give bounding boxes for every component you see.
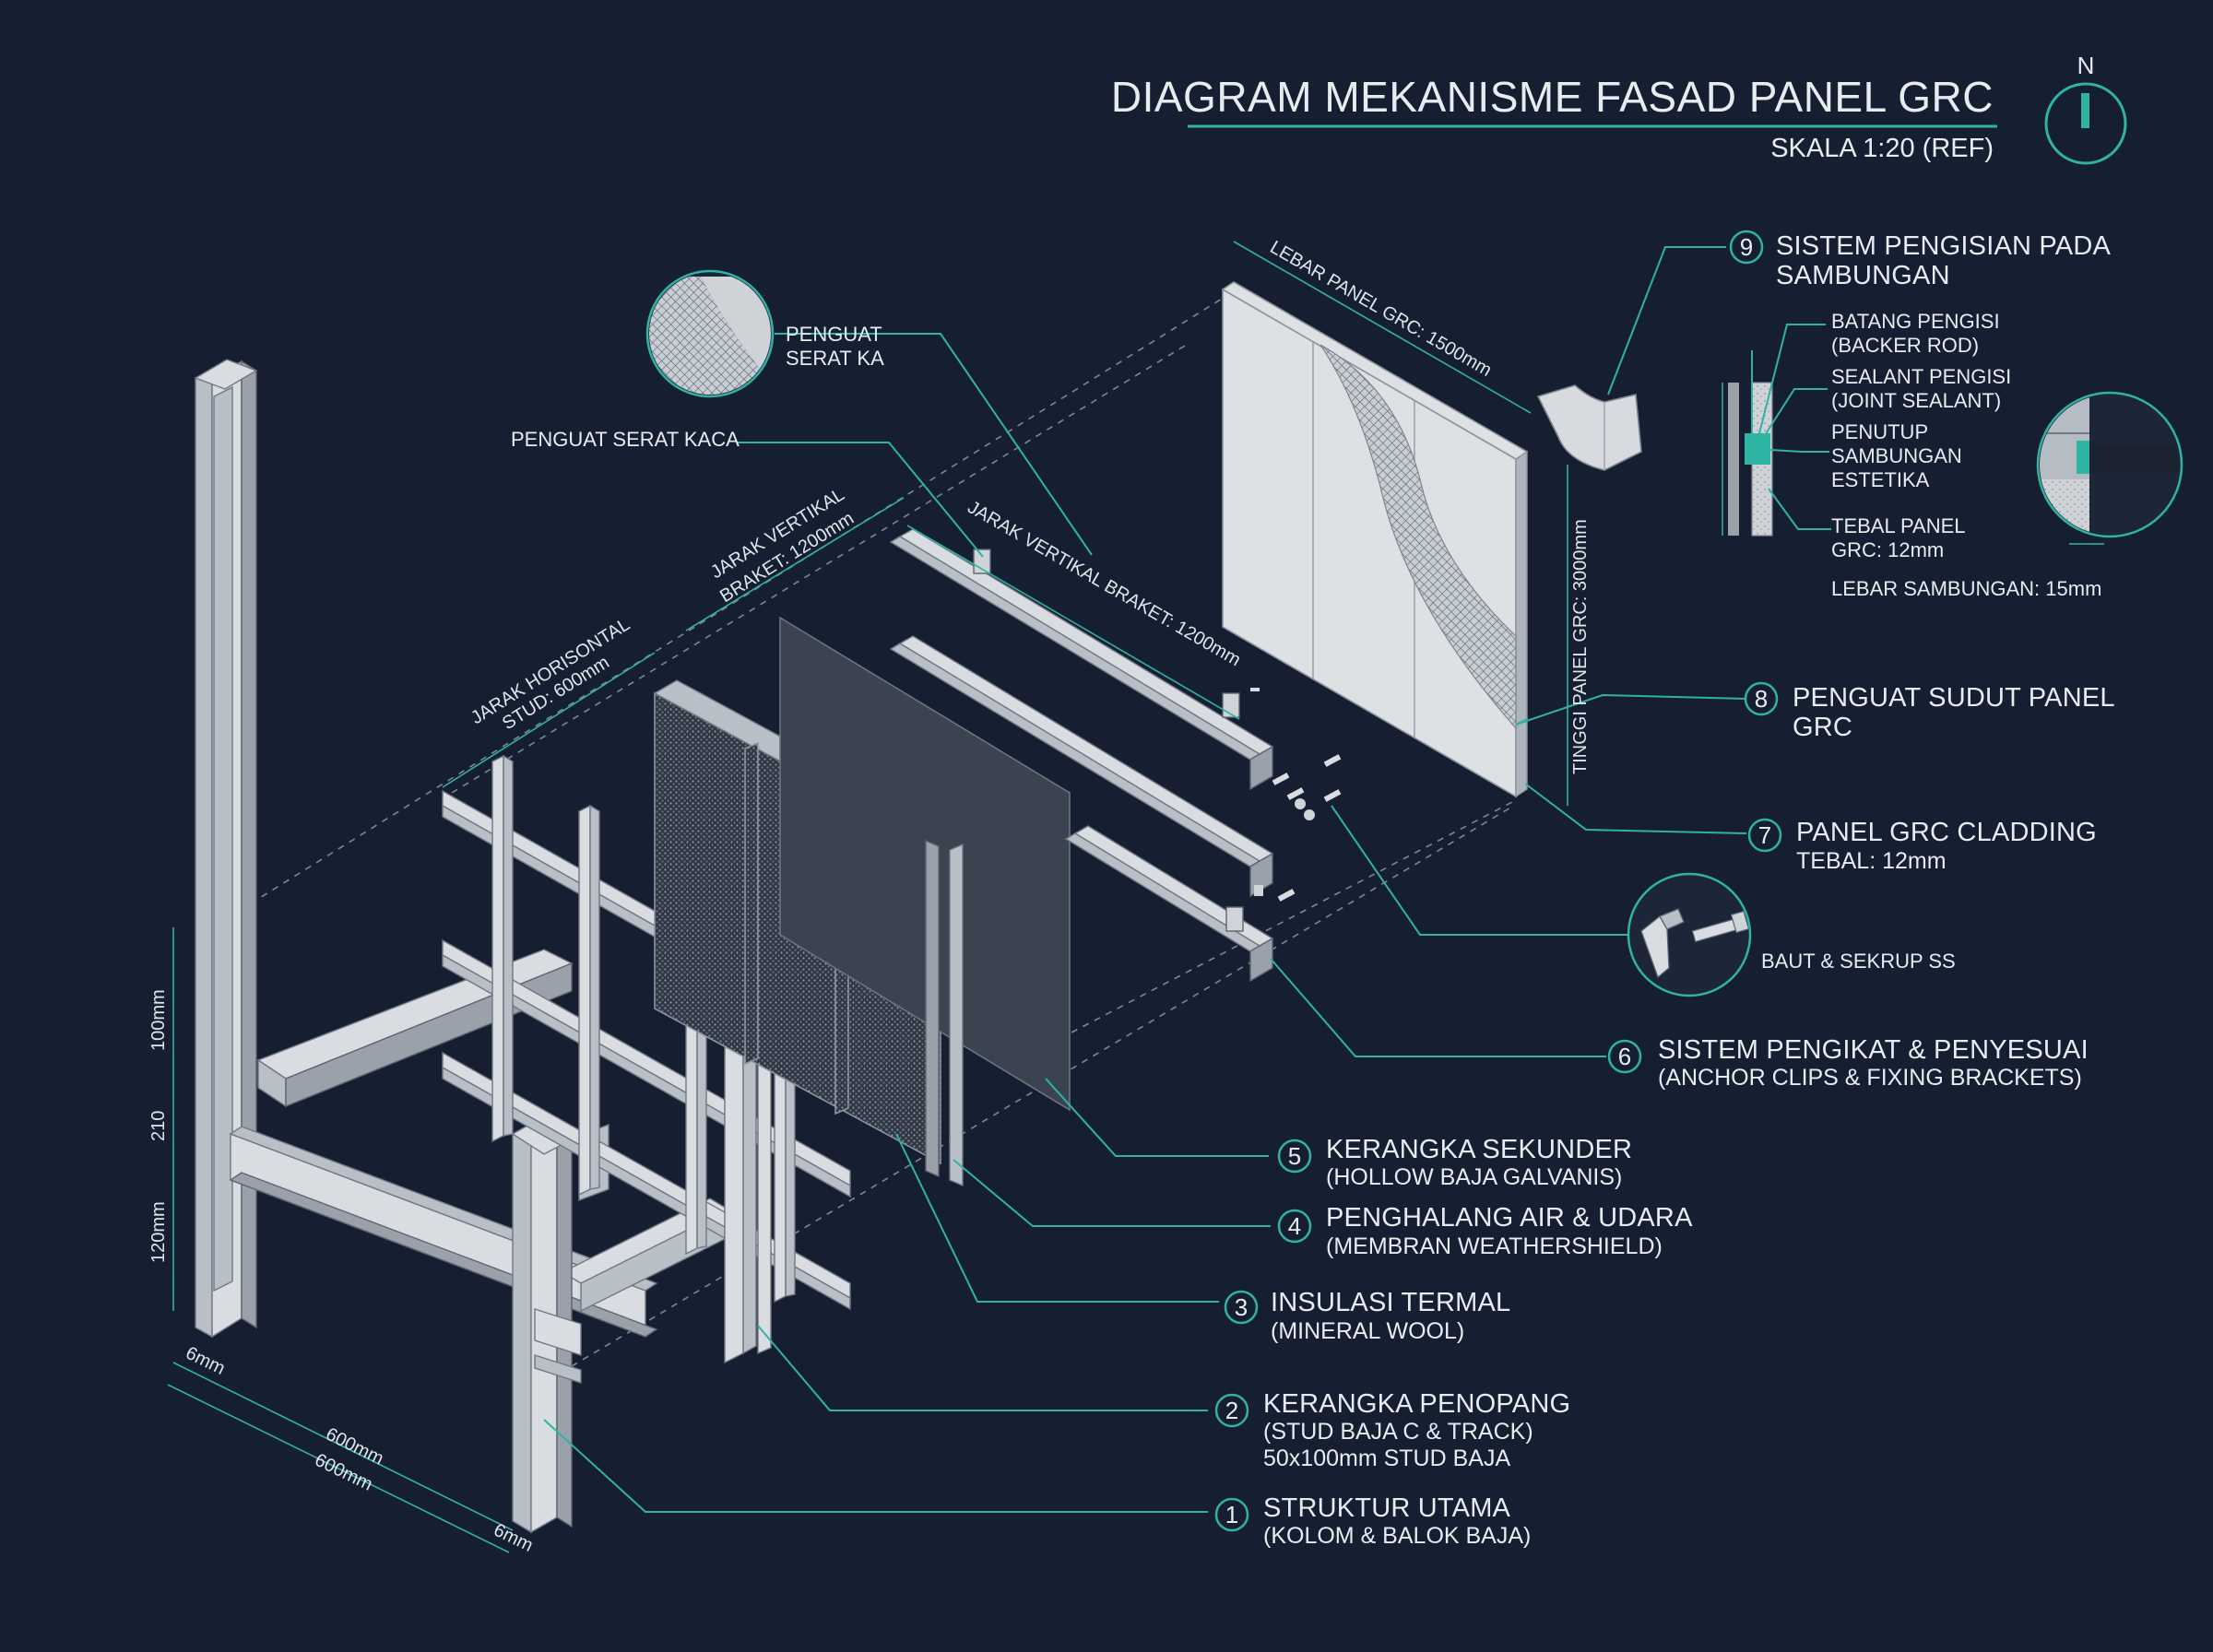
glass-fiber-label: PENGUAT SERAT KACA <box>511 428 740 451</box>
dim-120: 120mm <box>148 1201 169 1263</box>
callout-9-number: 9 <box>1740 233 1753 261</box>
callout-ring-8 <box>1744 681 1779 716</box>
title-block: DIAGRAM MEKANISME FASAD PANEL GRC SKALA … <box>1111 73 1997 163</box>
bolt-detail <box>1627 872 1752 997</box>
callout-8-title: PENGUAT SUDUT PANEL <box>1793 683 2115 713</box>
backer-rod-label: BATANG PENGISI <box>1831 310 2000 333</box>
north-arrow-icon <box>2044 82 2127 165</box>
dim-6-left: 6mm <box>183 1343 229 1379</box>
north-label: N <box>2077 52 2095 79</box>
callout-2-sub2: 50x100mm STUD BAJA <box>1263 1446 1510 1471</box>
callout-4-title: PENGHALANG AIR & UDARA <box>1326 1203 1693 1233</box>
joint-detail-leaders <box>1757 324 2104 545</box>
joint-detail-labels: BATANG PENGISI (BACKER ROD) SEALANT PENG… <box>1831 310 2101 600</box>
callout-3-number: 3 <box>1235 1293 1248 1321</box>
callout-ring-3 <box>1224 1290 1259 1325</box>
bolts-label: BAUT & SEKRUP SS <box>1761 950 1956 973</box>
callout-ring-5 <box>1277 1139 1312 1174</box>
mesh-label-2: SERAT KA <box>786 347 884 370</box>
callout-ring-9 <box>1729 230 1764 265</box>
callout-3-sub: (MINERAL WOOL) <box>1271 1318 1464 1344</box>
cover-label-1: PENUTUP <box>1831 420 1928 443</box>
dim-210: 210 <box>148 1111 169 1141</box>
callout-ring-7 <box>1747 818 1782 853</box>
callout-ring-4 <box>1277 1209 1312 1244</box>
misc-labels: PENGUAT SERAT KA PENGUAT SERAT KACA BAUT… <box>511 323 1956 973</box>
fixings-group <box>1250 688 1342 902</box>
cover-label-3: ESTETIKA <box>1831 468 1930 491</box>
callout-2-sub: (STUD BAJA C & TRACK) <box>1263 1419 1533 1445</box>
callout-5-sub: (HOLLOW BAJA GALVANIS) <box>1326 1164 1622 1190</box>
callout-5-title: KERANGKA SEKUNDER <box>1326 1135 1632 1164</box>
callout-5-number: 5 <box>1288 1142 1301 1170</box>
weathershield-membrane <box>779 616 1071 1187</box>
thickness-label-2: GRC: 12mm <box>1831 538 1944 561</box>
callout-4-sub: (MEMBRAN WEATHERSHIELD) <box>1326 1233 1663 1259</box>
callout-6-number: 6 <box>1618 1043 1631 1070</box>
callout-7-sub: TEBAL: 12mm <box>1796 848 1947 874</box>
callout-4-number: 4 <box>1288 1212 1301 1240</box>
main-steel-structure <box>194 359 730 1534</box>
callout-7-number: 7 <box>1758 821 1771 849</box>
callout-3-title: INSULASI TERMAL <box>1271 1288 1510 1317</box>
diagram-title: DIAGRAM MEKANISME FASAD PANEL GRC <box>1111 73 1994 121</box>
scale-label: SKALA 1:20 (REF) <box>1770 134 1994 163</box>
callout-ring-1 <box>1214 1497 1249 1532</box>
mesh-label-1: PENGUAT <box>786 323 882 346</box>
callout-6-title: SISTEM PENGIKAT & PENYESUAI <box>1658 1035 2089 1065</box>
callout-2-title: KERANGKA PENOPANG <box>1263 1389 1570 1419</box>
dimension-lines <box>167 241 1568 1553</box>
callout-6-sub: (ANCHOR CLIPS & FIXING BRACKETS) <box>1658 1065 2082 1091</box>
callout-8-title2: GRC <box>1793 713 1852 742</box>
callout-1-title: STRUKTUR UTAMA <box>1263 1493 1511 1523</box>
joint-width-label: LEBAR SAMBUNGAN: 15mm <box>1831 577 2101 600</box>
cover-label-2: SAMBUNGAN <box>1831 444 1962 467</box>
callout-1-number: 1 <box>1225 1501 1238 1528</box>
callout-1-sub: (KOLOM & BALOK BAJA) <box>1263 1523 1531 1549</box>
panel-height-dim: TINGGI PANEL GRC: 3000mm <box>1570 519 1591 774</box>
callout-7-title: PANEL GRC CLADDING <box>1796 818 2097 847</box>
callout-9-title: SISTEM PENGISIAN PADA <box>1776 231 2111 261</box>
callout-8-number: 8 <box>1755 685 1768 713</box>
callout-rings: 1 2 3 4 5 6 7 8 9 <box>1214 230 1782 1532</box>
callout-labels: STRUKTUR UTAMA (KOLOM & BALOK BAJA) KERA… <box>1263 231 2115 1549</box>
grc-panel <box>1221 281 1529 798</box>
callout-ring-6 <box>1607 1039 1642 1074</box>
thickness-label-1: TEBAL PANEL <box>1831 514 1966 537</box>
sealant-en-label: (JOINT SEALANT) <box>1831 389 2001 412</box>
dim-100: 100mm <box>148 989 169 1051</box>
callout-9-title2: SAMBUNGAN <box>1776 261 1950 290</box>
callout-2-number: 2 <box>1225 1397 1238 1424</box>
leader-lines <box>543 246 1753 1513</box>
corner-joint-piece <box>1536 384 1642 471</box>
sealant-label: SEALANT PENGISI <box>1831 365 2011 388</box>
fiber-mesh-detail <box>645 269 775 398</box>
north-arrow: N <box>2044 52 2127 165</box>
callout-ring-2 <box>1214 1393 1249 1428</box>
backer-rod-en-label: (BACKER ROD) <box>1831 334 1979 357</box>
